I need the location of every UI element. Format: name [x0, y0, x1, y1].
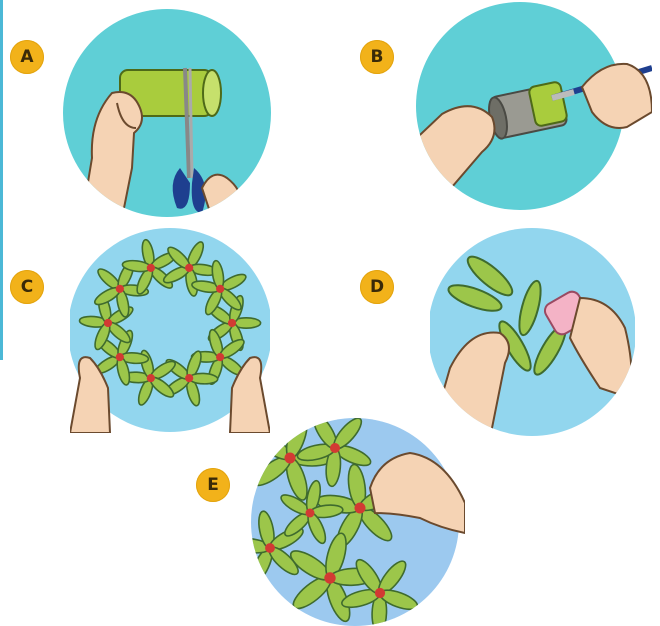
step-e-badge: E [196, 468, 230, 502]
painting-tube-icon [402, 2, 652, 212]
flower-wreath-icon [70, 228, 270, 433]
step-b-badge: B [360, 40, 394, 74]
step-c-badge: C [10, 270, 44, 304]
attaching-flowers-icon [250, 418, 465, 626]
cutting-tube-icon [62, 8, 272, 218]
gluing-petals-icon [430, 228, 635, 438]
left-edge-rule [0, 0, 3, 360]
step-d-badge: D [360, 270, 394, 304]
step-a-badge: A [10, 40, 44, 74]
